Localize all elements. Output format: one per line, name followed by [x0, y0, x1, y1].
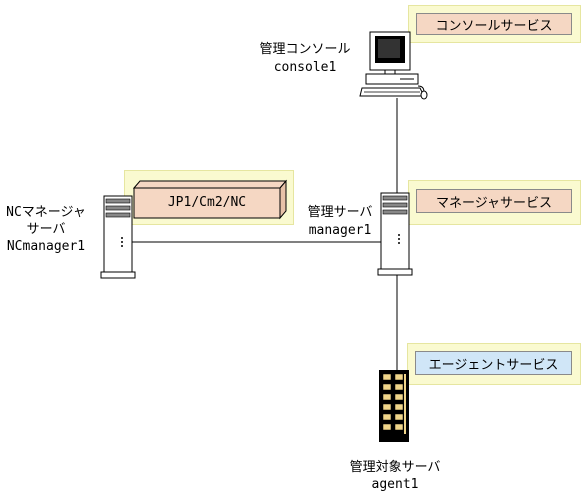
agent-service-label: エージェントサービス: [428, 357, 559, 373]
console-service-label: コンソールサービス: [435, 18, 553, 34]
nc-manager-host: NCmanager1: [6, 239, 86, 254]
manager-service-label: マネージャサービス: [435, 195, 553, 211]
agent-name: 管理対象サーバ: [349, 460, 441, 475]
nc-manager-name-line2: サーバ: [26, 222, 66, 237]
console-service-panel: コンソールサービス: [408, 5, 581, 43]
nc-component-label: JP1/Cm2/NC: [167, 195, 247, 210]
manager-name: 管理サーバ: [307, 205, 373, 220]
manager-service-box: マネージャサービス: [416, 189, 572, 213]
agent-host: agent1: [371, 477, 419, 492]
console-host: console1: [273, 60, 337, 75]
manager-host: manager1: [308, 223, 372, 238]
agent-service-panel: エージェントサービス: [407, 343, 581, 385]
console-name: 管理コンソール: [259, 42, 351, 57]
console-service-box: コンソールサービス: [416, 13, 572, 35]
nc-manager-name-line1: NCマネージャ: [6, 205, 86, 220]
agent-service-box: エージェントサービス: [415, 351, 572, 375]
manager-service-panel: マネージャサービス: [408, 180, 581, 225]
